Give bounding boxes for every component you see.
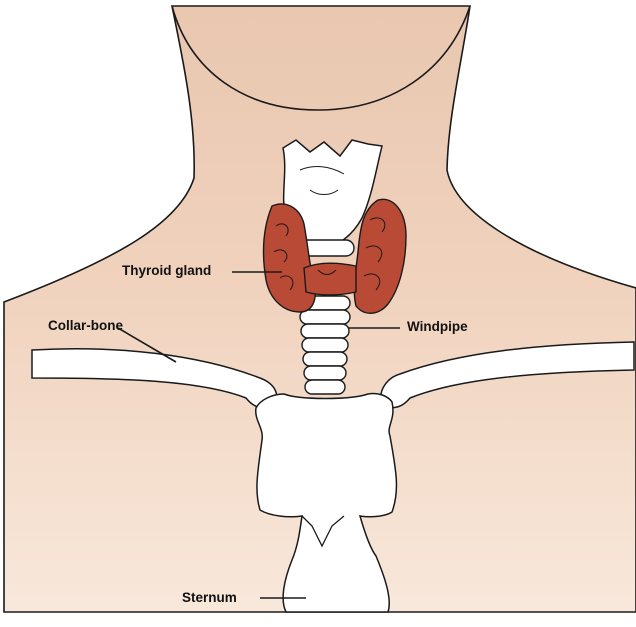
thyroid-isthmus (304, 263, 356, 295)
